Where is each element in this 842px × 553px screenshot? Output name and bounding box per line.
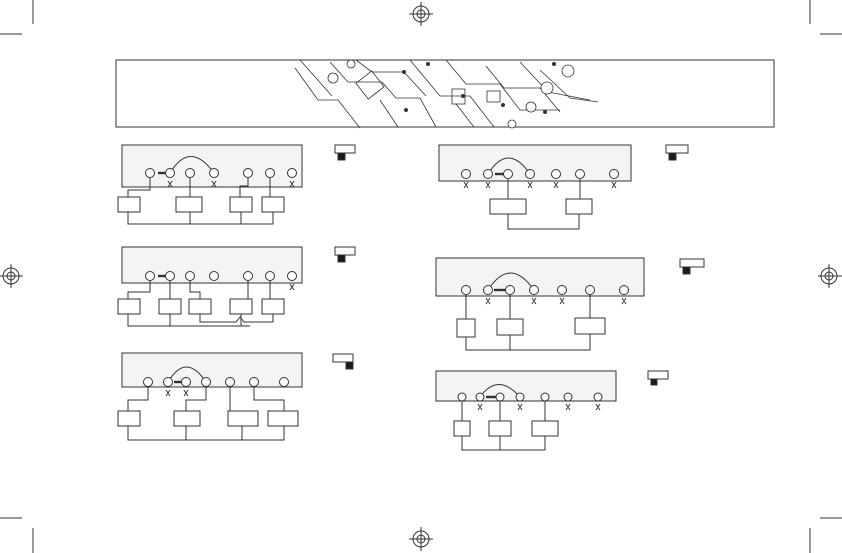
selector-switch-icon <box>680 259 704 274</box>
wiring-diagram-left-1 <box>118 145 355 224</box>
wiring-diagram-right-1 <box>439 145 688 229</box>
wiring-diagram-right-3 <box>436 371 668 450</box>
wiring-diagram-left-2 <box>118 247 355 326</box>
registration-mark-icon <box>0 264 23 288</box>
selector-switch-icon <box>333 354 353 369</box>
selector-switch-icon <box>648 371 668 385</box>
registration-mark-icon <box>409 2 433 26</box>
selector-switch-icon <box>666 145 688 160</box>
selector-switch-icon <box>335 247 355 262</box>
wiring-diagram-right-2 <box>436 258 704 350</box>
wiring-diagram-left-3 <box>118 353 353 440</box>
selector-switch-icon <box>335 145 355 160</box>
registration-mark-icon <box>409 527 433 551</box>
registration-mark-icon <box>818 264 842 288</box>
header-banner <box>116 60 774 128</box>
